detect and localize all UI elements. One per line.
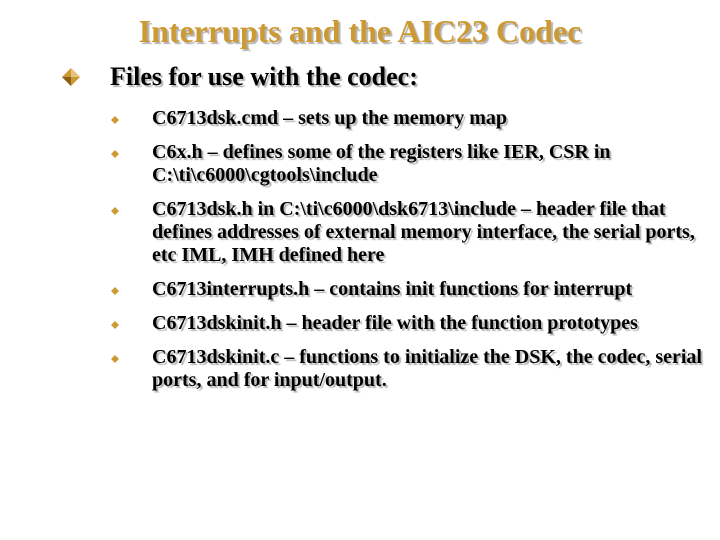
diamond-bullet-icon: [111, 207, 119, 215]
diamond-bullet-icon: [111, 355, 119, 363]
diamond-bullet-icon: [62, 68, 80, 86]
list-item: C6x.h – defines some of the registers li…: [108, 141, 716, 187]
list-item-text: C6713dsk.cmd – sets up the memory map: [152, 107, 507, 129]
list-item-text: C6713dskinit.h – header file with the fu…: [152, 312, 638, 334]
list-item: C6713dskinit.h – header file with the fu…: [108, 312, 716, 335]
slide-title: Interrupts and the AIC23 Codec: [138, 13, 582, 49]
list-item-text: C6713dsk.h in C:\ti\c6000\dsk6713\includ…: [152, 198, 695, 266]
list-item: C6713dskinit.c – functions to initialize…: [108, 346, 716, 392]
diamond-bullet-icon: [111, 287, 119, 295]
main-bullet-text: Files for use with the codec:: [110, 62, 418, 91]
list-item: C6713dsk.cmd – sets up the memory map: [108, 107, 716, 130]
main-bullet-row: Files for use with the codec:: [62, 60, 712, 94]
list-item-text: C6713dskinit.c – functions to initialize…: [152, 346, 702, 391]
list-item-text: C6713interrupts.h – contains init functi…: [152, 278, 633, 300]
diamond-bullet-icon: [111, 150, 119, 158]
diamond-bullet-icon: [111, 321, 119, 329]
list-item: C6713dsk.h in C:\ti\c6000\dsk6713\includ…: [108, 198, 716, 267]
list-item: C6713interrupts.h – contains init functi…: [108, 278, 716, 301]
diamond-bullet-icon: [111, 116, 119, 124]
main-bullet: Files for use with the codec:: [62, 60, 712, 94]
list-item-text: C6x.h – defines some of the registers li…: [152, 141, 611, 186]
file-list: C6713dsk.cmd – sets up the memory map C6…: [108, 107, 716, 403]
